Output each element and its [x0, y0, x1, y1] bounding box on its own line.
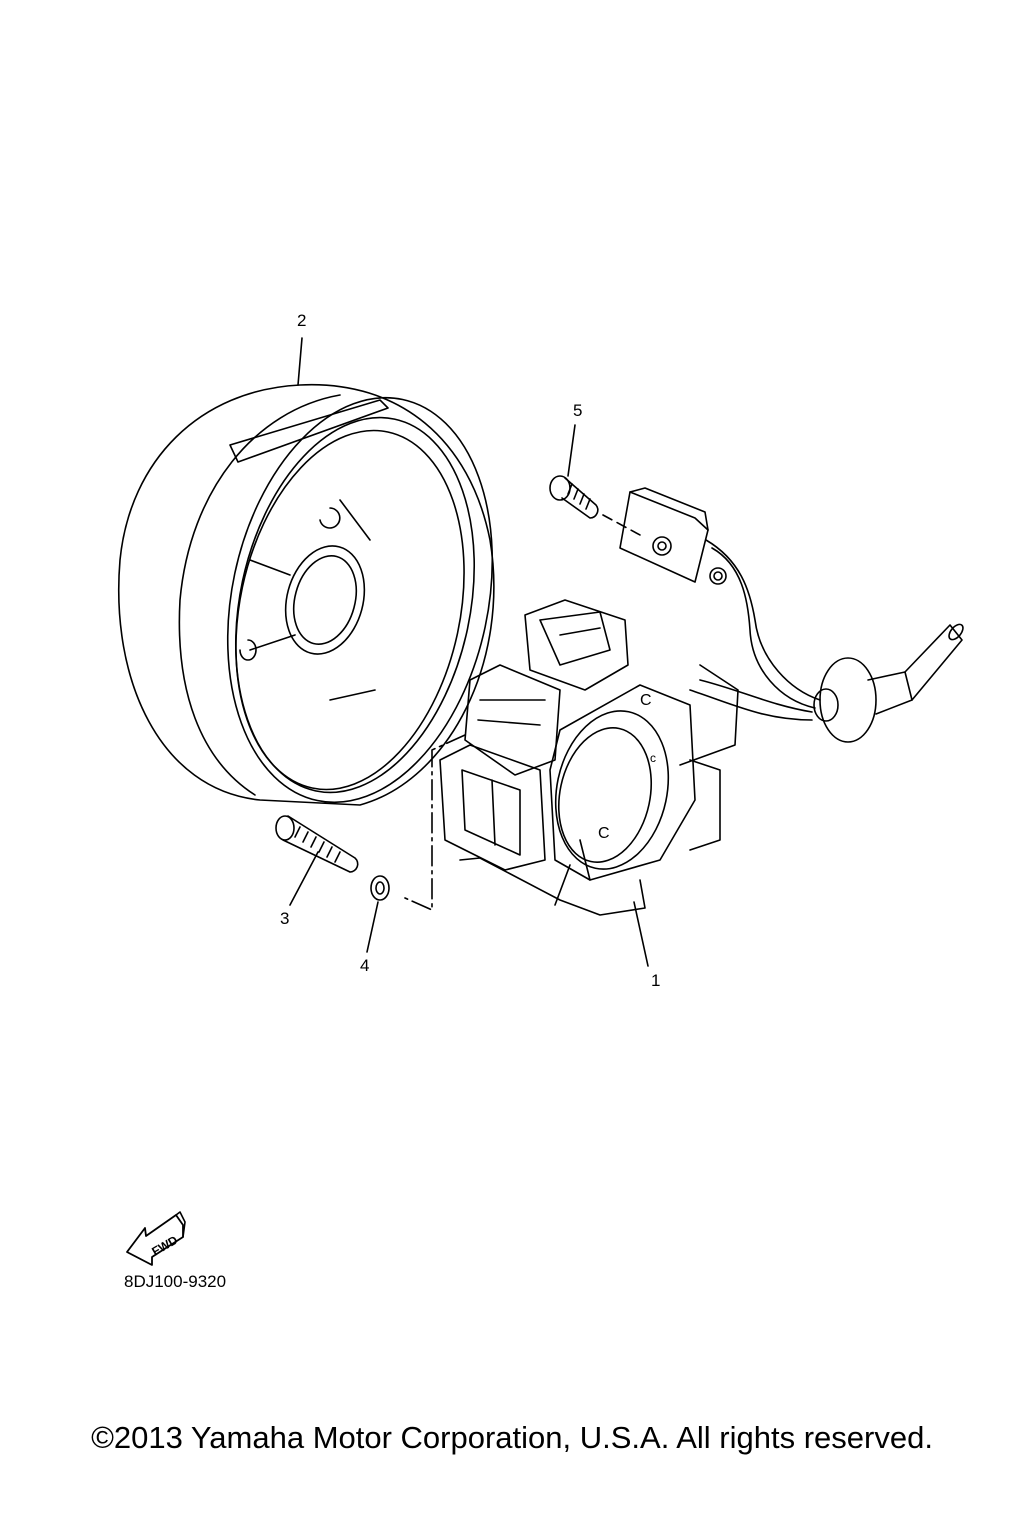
flywheel-rotor [118, 383, 495, 806]
alignment-line [404, 734, 466, 911]
callout-3: 3 [280, 909, 290, 928]
copyright-notice: ©2013 Yamaha Motor Corporation, U.S.A. A… [91, 1420, 933, 1455]
wire-grommet [689, 623, 964, 743]
svg-text:c: c [650, 751, 656, 765]
svg-text:C: C [598, 825, 610, 842]
callout-1: 1 [651, 971, 661, 990]
bolt-3 [275, 815, 359, 873]
callout-2: 2 [297, 311, 307, 330]
callout-5: 5 [573, 401, 583, 420]
diagram-code: 8DJ100-9320 [124, 1272, 227, 1291]
leader-line-1 [633, 901, 649, 967]
leader-line-2 [297, 337, 303, 386]
fwd-label: FWD [149, 1233, 180, 1259]
pickup-coil [619, 487, 821, 709]
washer-4 [370, 875, 390, 901]
leader-line-5 [567, 424, 576, 477]
leader-line-3 [289, 851, 319, 906]
callout-4: 4 [360, 956, 370, 975]
stator-assembly: C c C [439, 599, 739, 916]
svg-text:C: C [640, 692, 652, 709]
fwd-arrow-icon: FWD [126, 1211, 186, 1266]
screw-axis-line [602, 514, 641, 536]
leader-line-4 [366, 901, 379, 953]
screw-5 [549, 475, 599, 519]
